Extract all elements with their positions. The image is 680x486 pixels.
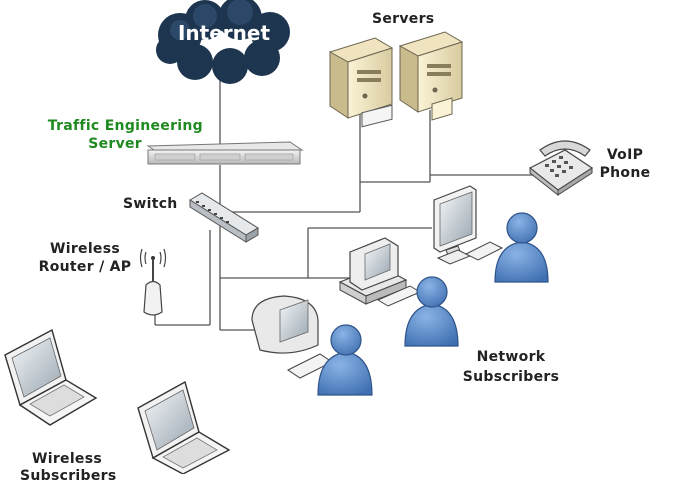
network-subscribers-label-line2: Subscribers (462, 369, 560, 385)
network-subscribers-label-line1: Network (476, 349, 546, 365)
rack-server-icon (146, 141, 304, 165)
user-person-icon (494, 212, 549, 283)
wireless-router-label-line1: Wireless (49, 241, 120, 257)
desktop-imac-workstation-icon (251, 295, 333, 379)
switch-icon (189, 192, 259, 243)
wireless-router-label-line2: Router / AP (38, 259, 132, 275)
switch-label: Switch (123, 196, 178, 212)
wireless-subscribers-label-line2: Subscribers (20, 468, 117, 484)
user-person-icon (317, 324, 373, 396)
voip-label-line1: VoIP (606, 147, 644, 163)
traffic-server-label-line2: Server (88, 136, 142, 152)
laptop-icon (137, 380, 231, 474)
server-tower-right-icon (398, 31, 464, 121)
traffic-server-label-line1: Traffic Engineering (47, 118, 203, 134)
network-diagram: Internet (4, 0, 594, 474)
desktop-crt-workstation-icon (338, 237, 422, 307)
wireless-subscribers-label-line1: Wireless (31, 451, 102, 467)
wireless-router-icon (139, 248, 167, 316)
internet-label: Internet (178, 21, 270, 45)
voip-label-line2: Phone (599, 165, 651, 181)
desktop-workstation-icon (433, 185, 504, 265)
voip-phone-icon (528, 140, 594, 197)
internet-cloud-icon: Internet (156, 0, 290, 84)
server-tower-left-icon (328, 37, 394, 128)
laptop-icon (4, 328, 98, 426)
connection-lines (154, 75, 535, 331)
servers-label: Servers (372, 11, 435, 27)
user-person-icon (404, 276, 459, 347)
